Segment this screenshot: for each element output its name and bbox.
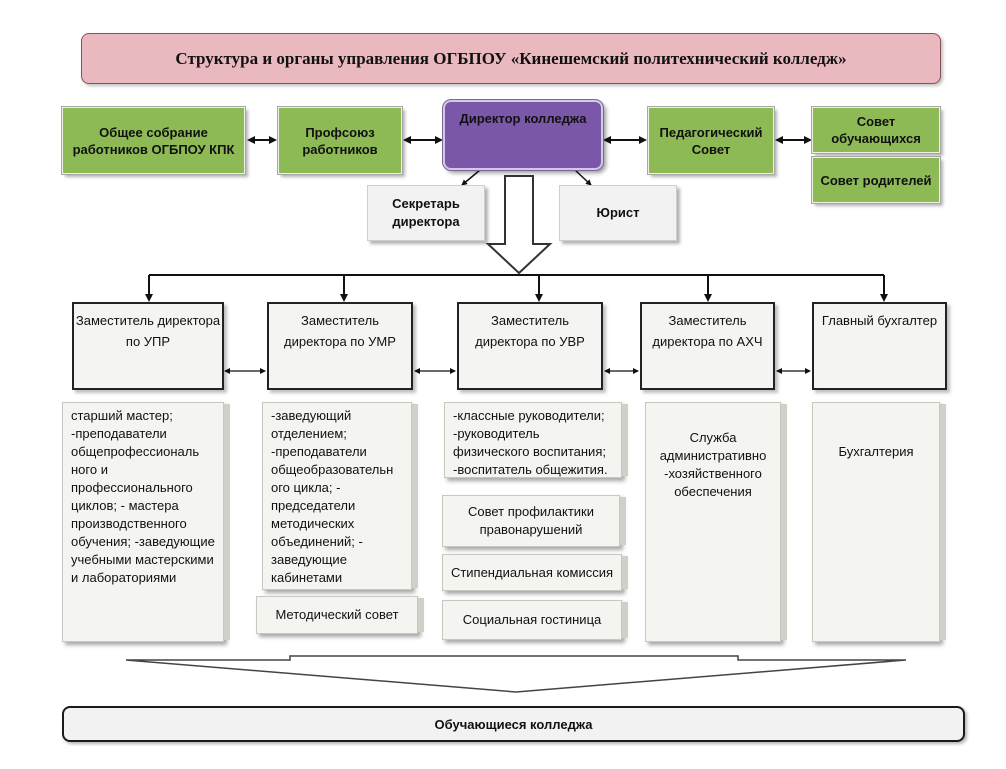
union-box: Профсоюз работников bbox=[278, 107, 402, 174]
methodical-council-box: Методический совет bbox=[256, 596, 418, 634]
social-hostel-box: Социальная гостиница bbox=[442, 600, 622, 640]
deputy-ahch-box: Заместитель директора по АХЧ bbox=[640, 302, 775, 390]
upr-staff-panel: старший мастер; -преподаватели общепрофе… bbox=[62, 402, 224, 642]
deputy-umr-box: Заместитель директора по УМР bbox=[267, 302, 413, 390]
director-box: Директор колледжа bbox=[443, 100, 603, 170]
student-council-box: Совет обучающихся bbox=[812, 107, 940, 153]
bottom-wide-arrow bbox=[125, 655, 907, 693]
uvr-staff-panel: -классные руководители; -руководитель фи… bbox=[444, 402, 622, 478]
deputy-upr-box: Заместитель директора по УПР bbox=[72, 302, 224, 390]
umr-staff-panel: -заведующий отделением; -преподаватели о… bbox=[262, 402, 412, 590]
arrow-director-secretary bbox=[461, 169, 481, 186]
parent-council-box: Совет родителей bbox=[812, 157, 940, 203]
page-title: Структура и органы управления ОГБПОУ «Ки… bbox=[81, 33, 941, 84]
offense-prevention-council-box: Совет профилактики правонарушений bbox=[442, 495, 620, 547]
secretary-box: Секретарь директора bbox=[367, 185, 485, 241]
students-box: Обучающиеся колледжа bbox=[62, 706, 965, 742]
lawyer-box: Юрист bbox=[559, 185, 677, 241]
deputy-uvr-box: Заместитель директора по УВР bbox=[457, 302, 603, 390]
ahch-service-panel: Служба административно -хозяйственного о… bbox=[645, 402, 781, 642]
arrow-director-lawyer bbox=[574, 169, 592, 186]
accounting-panel: Бухгалтерия bbox=[812, 402, 940, 642]
pedagogical-council-box: Педагогический Совет bbox=[648, 107, 774, 174]
big-down-arrow bbox=[485, 175, 553, 275]
chief-accountant-box: Главный бухгалтер bbox=[812, 302, 947, 390]
general-assembly-box: Общее собрание работников ОГБПОУ КПК bbox=[62, 107, 245, 174]
scholarship-commission-box: Стипендиальная комиссия bbox=[442, 554, 622, 591]
